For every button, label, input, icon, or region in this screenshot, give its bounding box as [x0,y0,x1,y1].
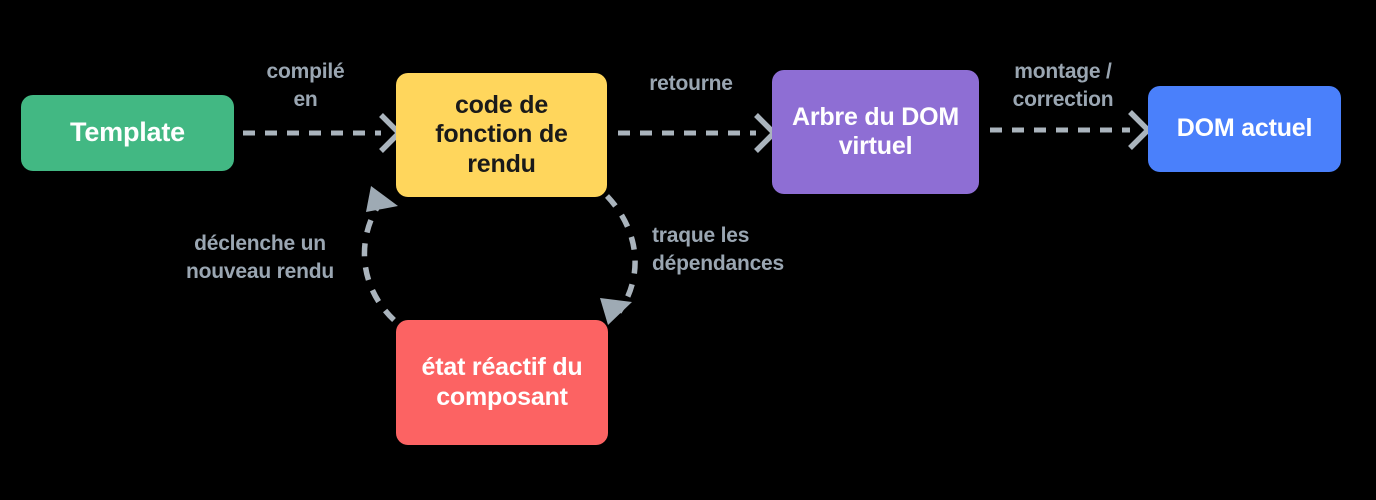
edge-label-returns: retourne [649,72,733,95]
edge-label-mount-patch: montage / correction [1012,60,1114,112]
node-template[interactable]: Template [21,95,234,171]
edge-returns [618,113,778,153]
edge-tracks [600,194,638,325]
edge-mount [990,110,1152,150]
edge-label-tracks-dependencies: traque les dépendances [652,224,785,276]
edge-compile [243,113,403,153]
edge-trigger [361,186,398,322]
node-virtual-dom-tree[interactable]: Arbre du DOM virtuel [772,70,979,194]
node-actual-dom[interactable]: DOM actuel [1148,86,1341,172]
node-render-function[interactable]: code de fonction de rendu [396,73,607,197]
edge-label-compile: compilé en [266,60,345,112]
node-reactive-state[interactable]: état réactif du composant [396,320,608,445]
edge-label-triggers-rerender: déclenche un nouveau rendu [186,232,334,284]
